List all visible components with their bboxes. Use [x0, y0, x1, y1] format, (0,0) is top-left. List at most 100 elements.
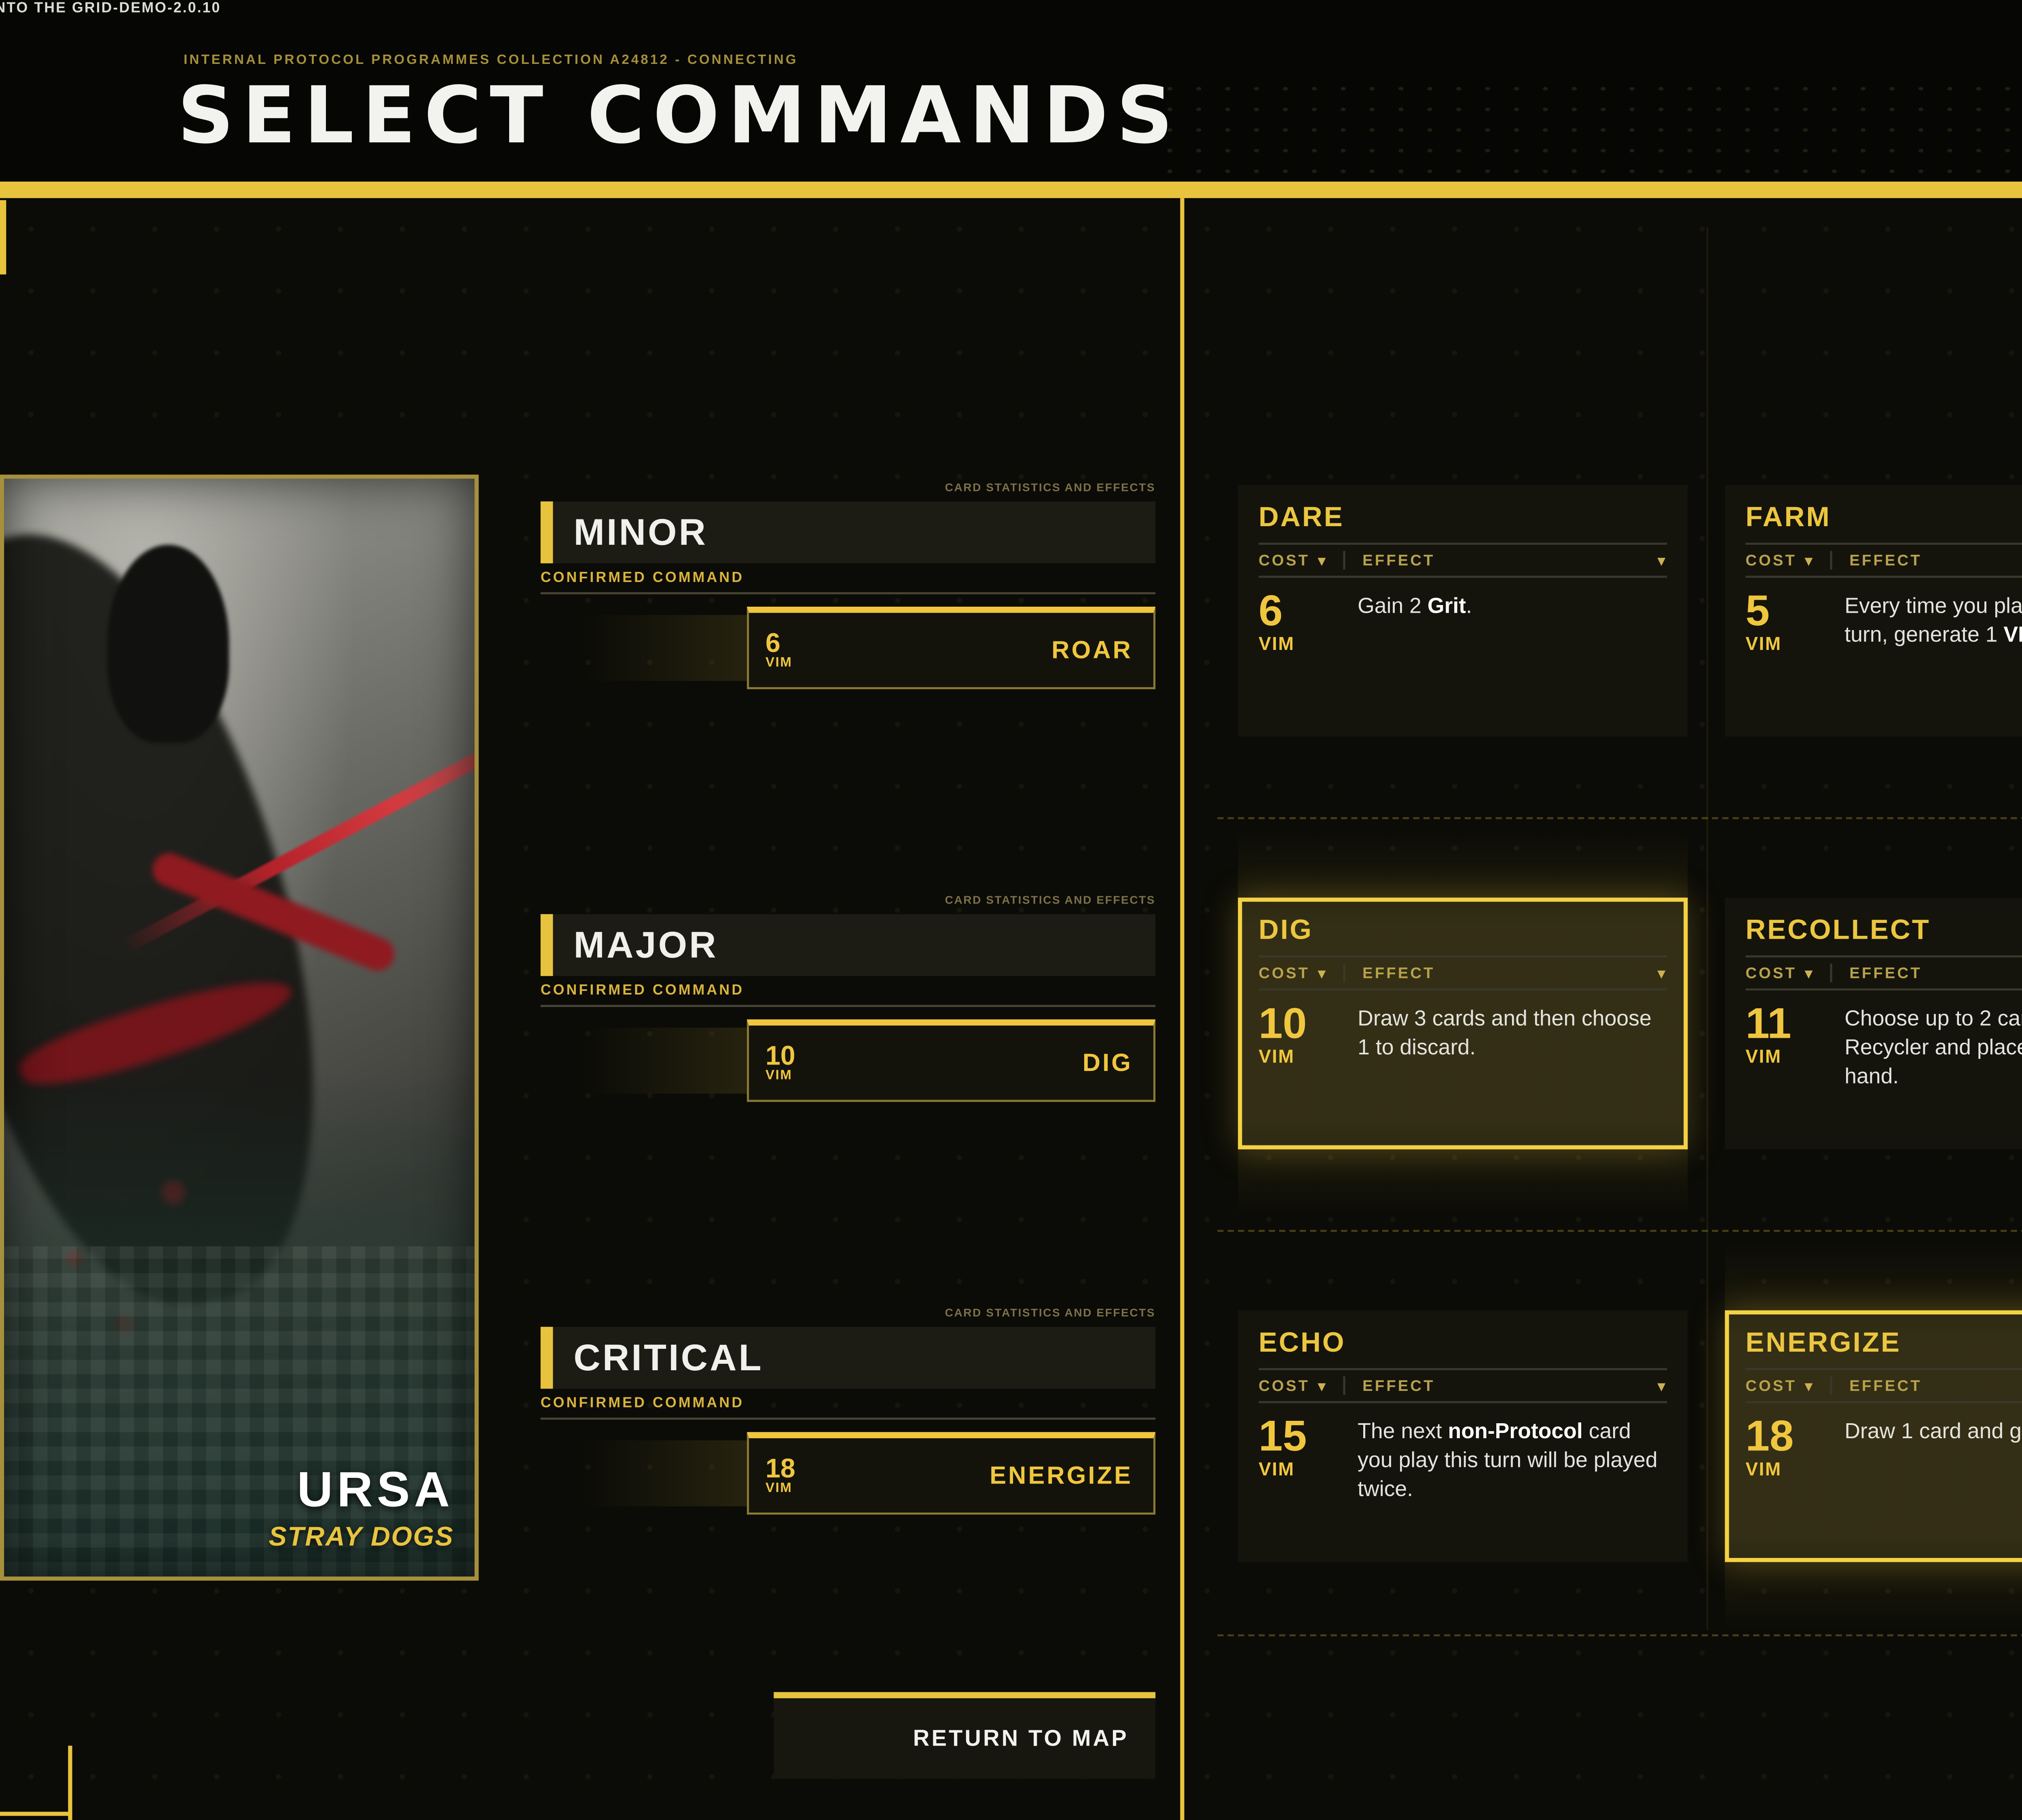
- cost-dropdown[interactable]: COST ▾: [1745, 551, 1814, 569]
- tier-slots: CARD STATISTICS AND EFFECTS MINOR CONFIR…: [540, 483, 1156, 1721]
- confirmed-command-major[interactable]: 10 VIM DIG: [747, 1019, 1156, 1102]
- vim-label: VIM: [1745, 1046, 1782, 1067]
- confirmed-label: CONFIRMED COMMAND: [540, 1397, 745, 1412]
- header-divider: [1344, 551, 1346, 570]
- effect-dropdown[interactable]: EFFECT▾: [1849, 1376, 2022, 1395]
- column-separator: [1706, 227, 1709, 1630]
- character-info: URSA STRAY DOGS: [269, 1463, 454, 1551]
- return-to-map-button[interactable]: RETURN TO MAP: [774, 1692, 1156, 1779]
- vim-label: VIM: [1258, 633, 1295, 654]
- effect-dropdown-label: EFFECT: [1849, 963, 1922, 982]
- art-teal-overlay: [4, 1071, 475, 1577]
- cost-dropdown[interactable]: COST▾: [1745, 964, 1814, 982]
- effect-text-segment: Draw 3 cards and then choose 1 to discar…: [1358, 1007, 1652, 1060]
- pill-cost: 10 VIM: [766, 1042, 795, 1084]
- effect-text-segment: The next: [1358, 1420, 1448, 1445]
- character-art: [4, 478, 475, 1577]
- header-divider: [1831, 963, 1833, 982]
- command-card-title: FARM: [1745, 501, 1831, 533]
- divider: [540, 1418, 1156, 1420]
- confirmed-label: CONFIRMED COMMAND: [540, 984, 745, 999]
- cost-value: 5: [1745, 588, 1770, 636]
- chevron-down-icon: ▾: [1318, 967, 1328, 982]
- vim-label: VIM: [1258, 1046, 1295, 1067]
- chevron-down-icon: ▾: [1318, 1379, 1328, 1394]
- cost-dropdown[interactable]: COST▾: [1258, 964, 1327, 982]
- left-edge-accent: [0, 200, 6, 275]
- confirmed-slot: 10 VIM DIG: [541, 1019, 1156, 1102]
- divider: [540, 1005, 1156, 1007]
- header-dot-pattern: [1155, 78, 2022, 178]
- effect-dropdown-label: EFFECT: [1362, 963, 1435, 982]
- cost-value: 18: [1745, 1413, 1794, 1461]
- effect-dropdown-label: EFFECT: [1849, 1376, 1922, 1395]
- row-separator: [1217, 1230, 2022, 1232]
- header-divider: [1344, 1376, 1346, 1395]
- card-effect-text: Every time you play a card this turn, ge…: [1844, 592, 2022, 654]
- tier-marker: [540, 501, 553, 563]
- row-separator: [1217, 817, 2022, 819]
- character-card: URSA STRAY DOGS: [0, 474, 479, 1581]
- command-name: ROAR: [1051, 635, 1133, 665]
- command-cost: 10: [765, 1040, 795, 1071]
- effect-dropdown[interactable]: EFFECT▾: [1849, 964, 2022, 982]
- effect-text-segment: non-Protocol: [1448, 1420, 1583, 1445]
- effect-dropdown-label: EFFECT: [1849, 551, 1922, 570]
- header: INTERNAL PROTOCOL PROGRAMMES COLLECTION …: [0, 0, 2022, 182]
- page-title: SELECT COMMANDS: [177, 70, 1181, 161]
- vim-label: VIM: [1258, 1459, 1295, 1480]
- vim-label: VIM: [1745, 1459, 1782, 1480]
- card-filter-row: COST▾ EFFECT ▾: [1258, 955, 1667, 990]
- header-divider-bar: [0, 181, 2022, 198]
- confirmed-command-minor[interactable]: 6 VIM ROAR: [747, 606, 1156, 690]
- art-vignette: [4, 479, 474, 1577]
- vertical-divider: [1180, 198, 1184, 1820]
- pill-cost: 18 VIM: [766, 1455, 795, 1496]
- effect-dropdown[interactable]: EFFECT ▾: [1362, 964, 1667, 982]
- effect-text-segment: Grit: [1427, 594, 1466, 619]
- effect-dropdown[interactable]: EFFECT▾: [1849, 551, 2022, 569]
- effect-dropdown[interactable]: EFFECT▾: [1362, 551, 1667, 569]
- header-divider: [1831, 1376, 1833, 1395]
- card-effect-text: Gain 2 Grit.: [1358, 592, 1472, 654]
- effect-text-segment: Choose up to 2 cards from your Recycler …: [1844, 1007, 2022, 1089]
- command-cost: 6: [765, 627, 780, 658]
- effect-text-segment: card you play this turn will be played t…: [1358, 1420, 1658, 1502]
- character-faction: STRAY DOGS: [269, 1521, 454, 1552]
- cost-dropdown[interactable]: COST▾: [1258, 1376, 1327, 1395]
- chevron-down-icon: ▾: [1658, 967, 1667, 982]
- main-area: URSA STRAY DOGS CARD STATISTICS AND EFFE…: [0, 198, 2022, 1820]
- confirmed-command-critical[interactable]: 18 VIM ENERGIZE: [747, 1432, 1156, 1515]
- vim-label: VIM: [765, 1069, 793, 1084]
- tier-header: MAJOR: [540, 914, 1156, 976]
- effect-text-segment: Draw 1 card and gain 2: [1844, 1420, 2022, 1445]
- corner-bracket: [0, 1812, 72, 1816]
- header-divider: [1831, 551, 1833, 570]
- header-kicker: INTERNAL PROTOCOL PROGRAMMES COLLECTION …: [184, 53, 798, 68]
- chevron-down-icon: ▾: [1805, 554, 1815, 569]
- effect-text-segment: Every time you play a card this turn, ge…: [1844, 594, 2022, 648]
- command-card-title: ECHO: [1258, 1327, 1346, 1358]
- command-name: DIG: [1082, 1048, 1133, 1077]
- cost-dropdown-label: COST: [1745, 551, 1797, 570]
- chevron-down-icon: ▾: [1658, 1379, 1667, 1394]
- command-card-title: DARE: [1258, 501, 1344, 533]
- tier-marker: [540, 914, 553, 976]
- cost-dropdown[interactable]: COST▾: [1745, 1376, 1814, 1395]
- effect-dropdown[interactable]: EFFECT▾: [1362, 1376, 1667, 1395]
- pill-cost: 6 VIM: [766, 629, 793, 671]
- cost-dropdown[interactable]: COST▾: [1258, 551, 1327, 569]
- card-effect-text: Draw 1 card and gain 2 Clock.: [1844, 1418, 2022, 1479]
